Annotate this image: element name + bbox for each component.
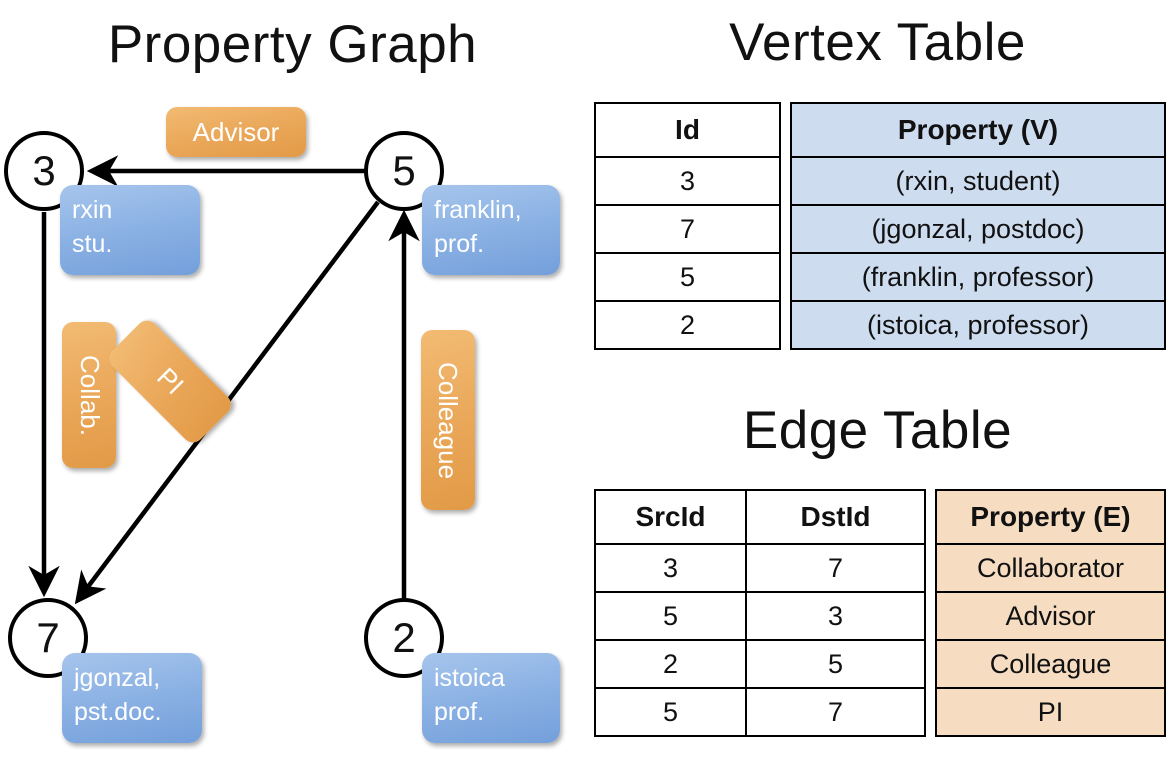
vertex-property-7-line2: pst.doc. — [74, 697, 162, 726]
edge-label-colleague: Colleague — [433, 361, 464, 479]
table-row[interactable]: 3 (rxin, student) — [594, 156, 1166, 206]
edge-row-2-src: 2 — [594, 639, 747, 689]
vertex-row-1-property: (jgonzal, postdoc) — [790, 204, 1166, 254]
vertex-row-0-gap — [780, 157, 791, 205]
edge-table-column-gap — [925, 490, 936, 544]
edge-label-box-colleague: Colleague — [421, 330, 475, 510]
edge-table-header-row: SrcId DstId Property (E) — [594, 489, 1166, 545]
edge-row-0-dst: 7 — [745, 543, 926, 593]
graph-node-2-label: 2 — [392, 614, 416, 661]
vertex-property-box-3: rxin stu. — [60, 185, 200, 275]
edge-table: SrcId DstId Property (E) 3 7 Collaborato… — [594, 489, 1166, 737]
graph-node-7-label: 7 — [36, 614, 60, 661]
vertex-row-3-gap — [780, 301, 791, 349]
vertex-property-5-line1: franklin, — [434, 196, 522, 224]
vertex-row-2-gap — [780, 253, 791, 301]
vertex-row-2-id: 5 — [594, 252, 781, 302]
vertex-row-0-property: (rxin, student) — [790, 156, 1166, 206]
edge-row-1-gap — [925, 592, 936, 640]
edge-row-1-property: Advisor — [935, 591, 1166, 641]
table-row[interactable]: 2 (istoica, professor) — [594, 300, 1166, 350]
vertex-property-3-line1: rxin — [72, 196, 113, 224]
edge-label-collab: Collab. — [74, 354, 105, 436]
edge-table-title: Edge Table — [742, 401, 1013, 460]
edge-row-1-dst: 3 — [745, 591, 926, 641]
edge-label-box-advisor: Advisor — [166, 107, 306, 157]
edge-row-2-property: Colleague — [935, 639, 1166, 689]
edge-row-0-gap — [925, 544, 936, 592]
table-row[interactable]: 3 7 Collaborator — [594, 543, 1166, 593]
vertex-property-3-line2: stu. — [72, 229, 113, 258]
edge-row-2-dst: 5 — [745, 639, 926, 689]
table-row[interactable]: 5 7 PI — [594, 687, 1166, 737]
vertex-table-title: Vertex Table — [729, 13, 1026, 72]
vertex-row-0-id: 3 — [594, 156, 781, 206]
edge-table-col-dstid: DstId — [745, 489, 926, 545]
vertex-row-3-property: (istoica, professor) — [790, 300, 1166, 350]
table-row[interactable]: 2 5 Colleague — [594, 639, 1166, 689]
edge-row-0-property: Collaborator — [935, 543, 1166, 593]
edge-row-3-property: PI — [935, 687, 1166, 737]
vertex-table-col-property: Property (V) — [790, 102, 1166, 158]
vertex-property-5-line2: prof. — [434, 229, 485, 258]
vertex-row-1-id: 7 — [594, 204, 781, 254]
table-row[interactable]: 5 (franklin, professor) — [594, 252, 1166, 302]
vertex-property-2-line2: prof. — [434, 697, 485, 726]
edge-row-0-src: 3 — [594, 543, 747, 593]
edge-label-advisor: Advisor — [192, 116, 280, 147]
vertex-table-column-gap — [780, 103, 791, 157]
graph-node-3-label: 3 — [32, 147, 56, 194]
graph-node-5[interactable]: 5 — [364, 131, 444, 211]
vertex-row-3-id: 2 — [594, 300, 781, 350]
edge-row-3-dst: 7 — [745, 687, 926, 737]
edge-table-col-srcid: SrcId — [594, 489, 747, 545]
vertex-property-box-5: franklin, prof. — [422, 185, 560, 275]
edge-label-pi: PI — [151, 361, 190, 401]
table-row[interactable]: 5 3 Advisor — [594, 591, 1166, 641]
edge-row-3-src: 5 — [594, 687, 747, 737]
vertex-table: Id Property (V) 3 (rxin, student) 7 (jgo… — [594, 102, 1166, 350]
vertex-property-7-line1: jgonzal, — [74, 664, 161, 692]
vertex-table-header-row: Id Property (V) — [594, 102, 1166, 158]
graph-node-2[interactable]: 2 — [364, 598, 444, 678]
table-row[interactable]: 7 (jgonzal, postdoc) — [594, 204, 1166, 254]
vertex-property-box-7: jgonzal, pst.doc. — [62, 653, 202, 743]
vertex-table-col-id: Id — [594, 102, 781, 158]
edge-row-1-src: 5 — [594, 591, 747, 641]
vertex-property-2-line1: istoica — [434, 664, 505, 692]
edge-row-2-gap — [925, 640, 936, 688]
edge-label-box-collab: Collab. — [62, 322, 116, 468]
graph-node-5-label: 5 — [392, 147, 416, 194]
vertex-row-1-gap — [780, 205, 791, 253]
property-graph-panel: Property Graph 3 5 7 2 rxin stu. frankli… — [4, 15, 560, 743]
edge-row-3-gap — [925, 688, 936, 736]
edge-table-col-property: Property (E) — [935, 489, 1166, 545]
vertex-row-2-property: (franklin, professor) — [790, 252, 1166, 302]
tables-panel: Vertex Table Id Property (V) 3 (rxin, st… — [585, 0, 1170, 760]
page-title-property-graph: Property Graph — [107, 15, 478, 74]
vertex-property-box-2: istoica prof. — [422, 653, 560, 743]
